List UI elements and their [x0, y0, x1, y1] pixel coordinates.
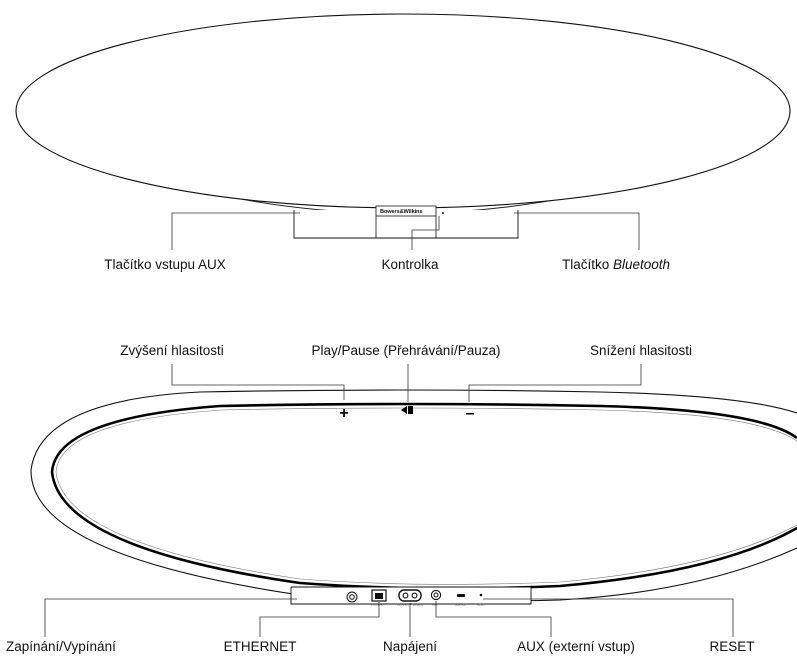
connector-panel: ETHERNET 100-240V~ 50/60Hz AUX SERVICE [290, 586, 532, 607]
label-play-pause: Play/Pause (Přehrávání/Pauza) [311, 343, 501, 358]
label-reset: RESET [709, 639, 755, 654]
reset-pinhole-mark: RESET [477, 603, 486, 607]
label-bluetooth-word: Bluetooth [612, 257, 671, 272]
play-pause-button[interactable] [401, 406, 413, 414]
aux-jack-mark: AUX [432, 603, 438, 607]
mains-socket-mark: 100-240V~ 50/60Hz [397, 603, 424, 607]
mains-power-socket[interactable]: 100-240V~ 50/60Hz [397, 589, 424, 607]
ethernet-port-mark: ETHERNET [371, 603, 385, 607]
rear-speaker-inner-ring [50, 402, 797, 590]
label-bluetooth-prefix: Tlačítko [561, 257, 613, 272]
top-speaker-view: Bowers&Wilkins [15, 13, 791, 250]
label-bluetooth-button: Tlačítko Bluetooth [562, 257, 670, 273]
label-aux-button: Tlačítko vstupu AUX [104, 257, 226, 272]
label-ethernet: ETHERNET [223, 639, 297, 654]
label-aux-input: AUX (externí vstup) [517, 639, 635, 654]
label-power: Zapínání/Vypínání [6, 639, 116, 654]
label-indicator: Kontrolka [381, 257, 439, 272]
top-speaker-base [293, 210, 519, 239]
rear-speaker-view: + – ETHERNET [30, 364, 797, 637]
ethernet-port[interactable]: ETHERNET [371, 589, 387, 607]
rear-top-leader-lines [171, 364, 642, 402]
label-volume-up: Zvýšení hlasitosti [120, 343, 224, 358]
brand-logo-text: Bowers&Wilkins [380, 209, 422, 215]
label-mains: Napájení [382, 639, 438, 654]
service-port: SERVICE [455, 594, 466, 607]
power-button[interactable] [346, 591, 358, 603]
label-volume-down: Snížení hlasitosti [589, 343, 693, 358]
top-speaker-body [15, 13, 791, 209]
volume-down-button[interactable]: – [466, 405, 475, 422]
status-indicator-light [442, 212, 444, 214]
rear-bottom-leader-lines [44, 598, 734, 637]
reset-pinhole[interactable]: RESET [477, 593, 486, 607]
volume-up-button[interactable]: + [339, 405, 348, 422]
aux-input-jack[interactable]: AUX [430, 589, 442, 607]
top-leader-lines [171, 212, 640, 250]
rear-speaker-outer [30, 389, 797, 602]
service-port-mark: SERVICE [455, 603, 466, 607]
brand-logo-panel [375, 205, 437, 217]
